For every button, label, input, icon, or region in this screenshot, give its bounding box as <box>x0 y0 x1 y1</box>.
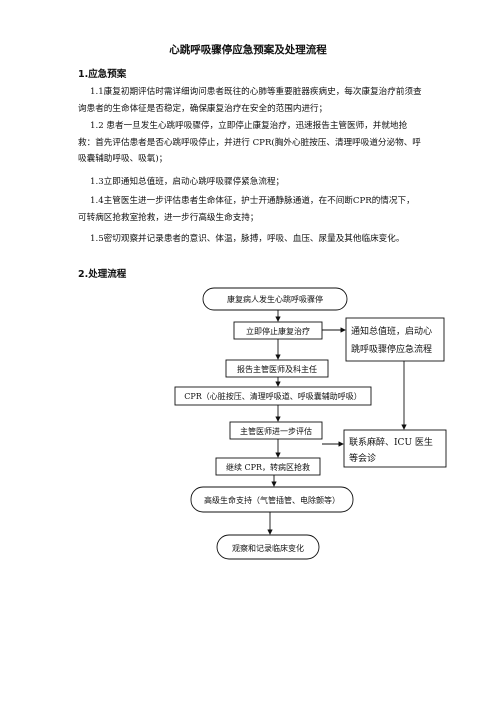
section-heading-emergency-plan: 1.应急预案 <box>78 69 127 80</box>
flow-node-observe-box <box>216 534 320 560</box>
flow-node-evaluate-box <box>229 421 323 440</box>
side-note-consult-line1: 联系麻醉、ICU 医生 <box>349 436 433 448</box>
paragraph-1-3: 1.3立即通知总值班，启动心跳呼吸骤停紧急流程； <box>90 177 285 187</box>
flow-node-observe: 观察和记录临床变化 <box>232 543 304 553</box>
paragraph-1-2: 1.2 患者一旦发生心跳呼吸骤停，立即停止康复治疗，迅速报告主管医师，并就地抢救… <box>78 121 421 164</box>
flow-node-continue-cpr: 继续 CPR，转病区抢救 <box>226 462 310 472</box>
paragraph-1-5: 1.5密切观察并记录患者的意识、体温，脉搏，呼吸、血压、尿量及其他临床变化。 <box>90 234 405 244</box>
paragraph-1-4: 1.4主管医生进一步评估患者生命体征，护士开通静脉通道，在不间断CPR的情况下，… <box>78 196 415 223</box>
section-heading-process-flow: 2.处理流程 <box>78 269 127 280</box>
flow-node-start-box <box>202 287 348 311</box>
flow-node-advanced-support-box <box>190 486 354 513</box>
flow-node-stop-rehab: 立即停止康复治疗 <box>246 326 310 336</box>
flow-node-continue-cpr-box <box>215 457 321 476</box>
flow-node-start: 康复病人发生心跳呼吸骤停 <box>227 294 323 304</box>
side-note-consult-line2: 等会诊 <box>349 452 376 464</box>
paragraph-1-1: 1.1康复初期评估时需详细询问患者既往的心肺等重要脏器疾病史，每次康复治疗前须查… <box>78 87 422 114</box>
side-note-notify-line2: 跳呼吸骤停应急流程 <box>351 343 432 355</box>
flow-node-report-box <box>225 359 329 378</box>
document-title: 心跳呼吸骤停应急预案及处理流程 <box>169 44 327 56</box>
side-note-consult-box <box>343 429 447 468</box>
flow-node-advanced-support: 高级生命支持（气管插管、电除颤等） <box>204 495 340 505</box>
flow-node-evaluate: 主管医师进一步评估 <box>240 426 312 436</box>
side-note-notify-box <box>345 317 445 362</box>
flow-node-report: 报告主管医师及科主任 <box>237 364 317 374</box>
flow-node-cpr-box <box>174 386 372 406</box>
flow-node-cpr: CPR（心脏按压、清理呼吸道、呼吸囊辅助呼吸） <box>184 391 362 401</box>
side-note-notify-line1: 通知总值班，启动心 <box>351 325 432 337</box>
